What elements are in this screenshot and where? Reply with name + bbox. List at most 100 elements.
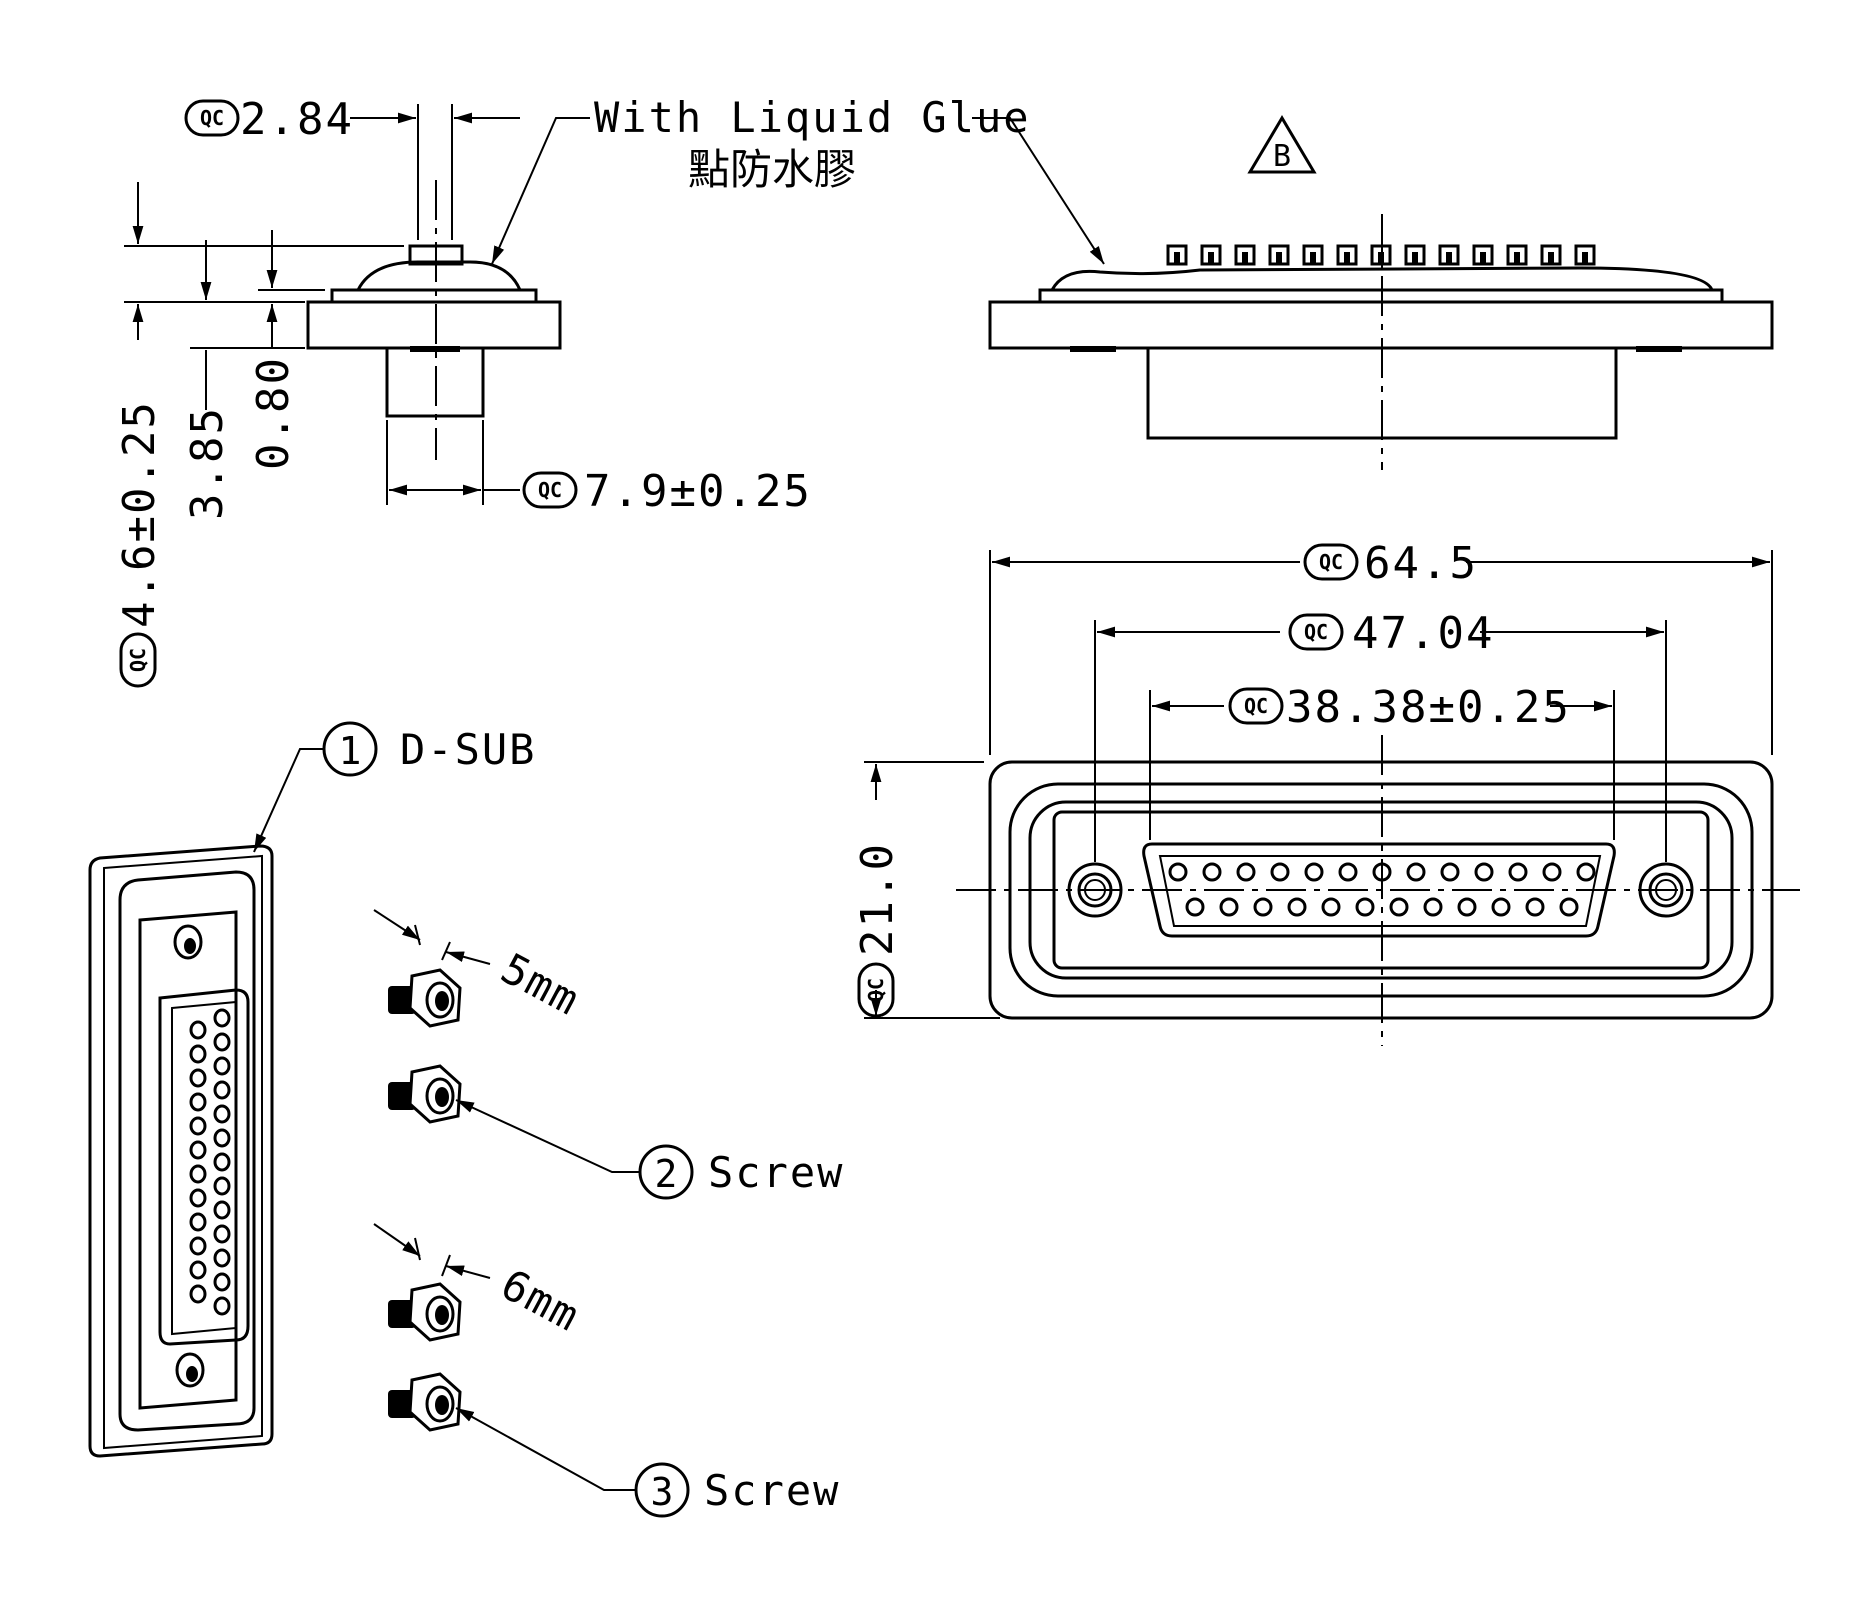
pin-socket	[189, 1068, 207, 1088]
pin-socket	[213, 1128, 231, 1148]
side-view: 2.84 4.6±0.25 3.85 0.80 7.9±0.25	[114, 94, 812, 688]
side-view-flange-step	[330, 288, 538, 304]
pin-socket	[213, 1008, 231, 1028]
part-1-callout: 1 D-SUB	[253, 721, 534, 853]
pin-socket	[189, 1284, 207, 1304]
dim-pin-width: 2.84	[240, 94, 354, 145]
part-2-name: Screw	[708, 1148, 844, 1197]
hex-screw-icon	[386, 1282, 462, 1342]
pin-socket	[213, 1248, 231, 1268]
dim-flange-width: 64.5	[1364, 538, 1478, 589]
pin-socket	[1542, 862, 1562, 882]
pin-socket	[189, 1236, 207, 1256]
pin-socket	[189, 1260, 207, 1280]
pin-socket	[213, 1056, 231, 1076]
pin-socket	[1457, 897, 1477, 917]
pin-socket	[213, 1152, 231, 1172]
glue-label-zh: 點防水膠	[688, 145, 856, 194]
hex-screw-icon	[386, 1372, 462, 1432]
part-1-number: 1	[339, 729, 362, 773]
dim-hole-pitch: 47.04	[1352, 608, 1494, 659]
pin-socket	[213, 1296, 231, 1316]
glue-label-en: With Liquid Glue	[594, 93, 1031, 142]
screw-set-5mm: 5mm	[373, 909, 589, 1124]
pin-socket	[189, 1188, 207, 1208]
pin-socket	[1559, 897, 1579, 917]
front-view-pins	[1168, 862, 1596, 917]
pin-socket	[213, 1104, 231, 1124]
glue-bead	[356, 260, 522, 291]
pin-socket	[189, 1092, 207, 1112]
pin-socket	[189, 1044, 207, 1064]
pin-socket	[213, 1200, 231, 1220]
pin-socket	[1576, 862, 1596, 882]
dim-body-height: 4.6±0.25	[114, 400, 165, 628]
dsub-hole-top	[173, 924, 203, 960]
pin-socket	[189, 1116, 207, 1136]
pin-socket	[213, 1272, 231, 1292]
part-2-number: 2	[655, 1152, 678, 1196]
part-2-callout: 2 Screw	[455, 1099, 844, 1200]
dim-flange-height: 21.0	[852, 842, 903, 956]
side-view-flange	[306, 300, 562, 350]
pin-socket	[213, 1080, 231, 1100]
dim-body-height-group: 4.6±0.25	[114, 400, 165, 688]
dsub-hole-bottom	[175, 1352, 205, 1388]
pin-socket	[189, 1140, 207, 1160]
pin-socket	[213, 1224, 231, 1244]
part-3-callout: 3 Screw	[455, 1407, 840, 1518]
pin-socket	[1423, 897, 1443, 917]
pin-socket	[1389, 897, 1409, 917]
pin-socket	[1440, 862, 1460, 882]
dim-height-3: 0.80	[248, 356, 299, 470]
hex-screw-icon	[386, 968, 462, 1028]
qc-symbol	[1303, 543, 1359, 581]
qc-symbol	[1288, 613, 1344, 651]
screw-5mm-length: 5mm	[493, 944, 588, 1026]
dim-shell-width-front: 38.38±0.25	[1286, 682, 1571, 733]
pin-socket	[213, 1032, 231, 1052]
dim-shell-width: 7.9±0.25	[584, 466, 812, 517]
glue-callout: With Liquid Glue 點防水膠	[491, 93, 1105, 265]
pin-socket	[1508, 862, 1528, 882]
pin-socket	[189, 1212, 207, 1232]
pin-socket	[1525, 897, 1545, 917]
front-view-shell	[1142, 842, 1616, 938]
pin-socket	[1185, 897, 1205, 917]
pin-socket	[1236, 862, 1256, 882]
dsub-shell	[158, 988, 250, 1346]
qc-symbol	[1228, 687, 1284, 725]
pin-socket	[1253, 897, 1273, 917]
screw-set-6mm: 6mm	[373, 1223, 589, 1432]
pin-socket	[1270, 862, 1290, 882]
pin-socket	[1287, 897, 1307, 917]
pin-socket	[1474, 862, 1494, 882]
screw-6mm-length: 6mm	[493, 1260, 588, 1342]
revision-mark: B	[1247, 115, 1317, 174]
pin-socket	[1355, 897, 1375, 917]
top-view	[988, 214, 1774, 470]
qc-symbol	[184, 99, 240, 137]
dim-flange-height-group: 21.0	[852, 842, 903, 1018]
pin-socket	[189, 1164, 207, 1184]
part-3-name: Screw	[704, 1466, 840, 1515]
top-view-glue	[1050, 266, 1714, 291]
dim-height-2: 3.85	[182, 406, 233, 520]
pin-socket	[1304, 862, 1324, 882]
pin-socket	[1321, 897, 1341, 917]
dsub-pin-field	[189, 1008, 231, 1316]
hex-screw-icon	[386, 1064, 462, 1124]
pin-socket	[1202, 862, 1222, 882]
qc-symbol	[522, 471, 578, 509]
pin-socket	[1338, 862, 1358, 882]
revision-letter: B	[1273, 139, 1291, 174]
front-view: 64.5 47.04 38.38±0.25 21.0	[852, 538, 1800, 1046]
part-3-number: 3	[651, 1470, 674, 1514]
pin-socket	[189, 1020, 207, 1040]
pin-socket	[1491, 897, 1511, 917]
pin-socket	[1219, 897, 1239, 917]
dsub-isometric	[88, 844, 274, 1458]
pin-socket	[1168, 862, 1188, 882]
pin-socket	[1406, 862, 1426, 882]
